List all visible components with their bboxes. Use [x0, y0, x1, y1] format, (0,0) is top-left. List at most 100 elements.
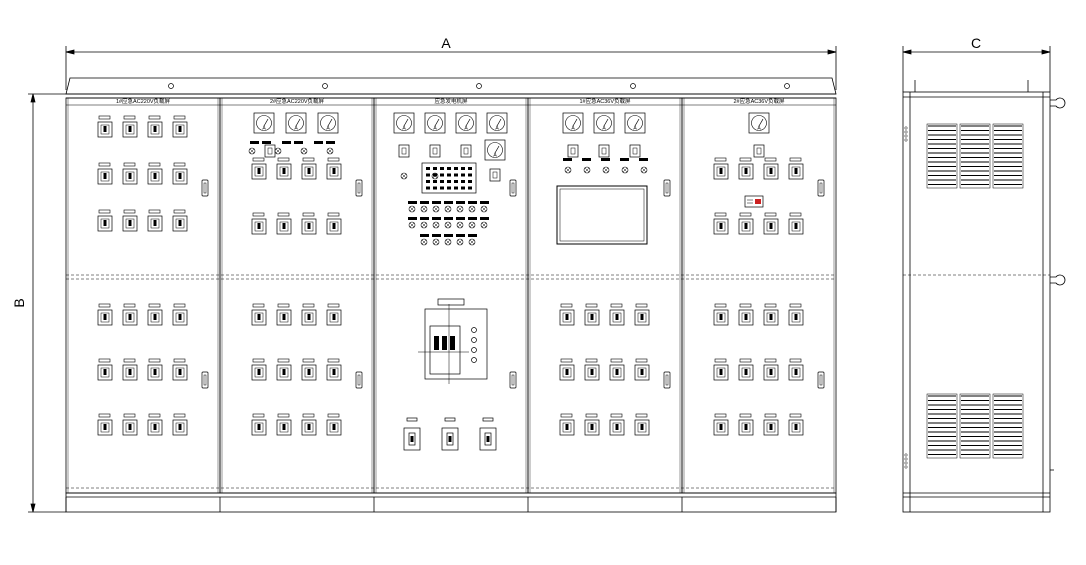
breaker-label-plate: [714, 413, 727, 418]
breaker-body: [788, 419, 804, 436]
breaker-window: [587, 422, 597, 433]
control-indicator: [433, 180, 437, 183]
breaker-body: [276, 309, 292, 326]
breaker: [147, 303, 163, 326]
breaker-label-plate: [173, 303, 186, 308]
breaker-body: [326, 364, 342, 381]
door-handle: [201, 371, 209, 389]
breaker-body: [251, 364, 267, 381]
breaker-window: [150, 171, 160, 182]
breaker-window: [741, 221, 751, 232]
lamp-cross: [327, 148, 333, 154]
breaker-handle: [615, 314, 619, 320]
breaker-body: [97, 419, 113, 436]
breaker-body: [172, 364, 188, 381]
breaker: [276, 413, 292, 436]
switch-frame: [460, 144, 472, 158]
lamp-ring: [400, 172, 408, 180]
breaker-body: [251, 309, 267, 326]
vent-frame: [959, 123, 991, 189]
breaker-handle: [128, 314, 132, 320]
breaker-handle: [282, 369, 286, 375]
breaker-label-plate: [560, 413, 573, 418]
breaker-body: [97, 215, 113, 232]
breaker-label-plate: [123, 162, 136, 167]
breaker-handle: [282, 424, 286, 430]
breaker-body: [97, 168, 113, 185]
side-view: [902, 80, 1066, 513]
indicator-lamp: [480, 205, 488, 213]
lamp-cross: [409, 206, 415, 212]
lamp-cross: [421, 222, 427, 228]
lamp-cross: [401, 173, 407, 179]
indicator-plate-frame: [744, 195, 764, 208]
indicator-lamp: [456, 238, 464, 246]
breaker-window: [612, 312, 622, 323]
vent-frame: [959, 393, 991, 459]
breaker-label-plate: [789, 157, 802, 162]
breaker-window: [125, 218, 135, 229]
control-indicator: [426, 186, 430, 190]
breaker-label-plate: [302, 413, 315, 418]
breaker-handle: [282, 314, 286, 320]
breaker-label-plate: [764, 358, 777, 363]
breaker-handle: [128, 369, 132, 375]
breaker-handle: [178, 424, 182, 430]
breaker-label-plate: [98, 115, 111, 120]
breaker-label-plate: [173, 115, 186, 120]
breaker-body: [584, 419, 600, 436]
breaker-label-plate: [277, 413, 290, 418]
breaker-handle: [307, 314, 311, 320]
breaker: [326, 303, 342, 326]
breaker: [584, 413, 600, 436]
breaker: [172, 303, 188, 326]
switch-frame: [598, 144, 610, 158]
breaker-body: [763, 309, 779, 326]
gauge-needle: [434, 118, 440, 127]
breaker-label-plate: [277, 358, 290, 363]
breaker-label-plate: [302, 303, 315, 308]
breaker: [97, 162, 113, 185]
breaker-window: [562, 312, 572, 323]
control-indicator: [433, 173, 437, 177]
breaker: [634, 358, 650, 381]
indicator-lamp: [621, 166, 629, 174]
lamp-ring: [326, 147, 334, 155]
breaker-window: [175, 218, 185, 229]
gauge-dial: [596, 115, 612, 131]
breaker-handle: [307, 369, 311, 375]
breaker-window: [100, 422, 110, 433]
breaker-handle: [257, 168, 261, 174]
breaker-body: [122, 419, 138, 436]
rotary-switch-handle: [410, 436, 414, 442]
breaker-handle: [178, 369, 182, 375]
indicator-red: [755, 199, 761, 204]
breaker-handle: [153, 126, 157, 132]
handle-outer: [509, 371, 517, 389]
breaker-handle: [153, 424, 157, 430]
breaker-label-plate: [635, 358, 648, 363]
indicator-lamp: [456, 205, 464, 213]
handle-inner: [819, 374, 823, 386]
breaker-label-plate: [98, 209, 111, 214]
breaker-label-plate: [148, 303, 161, 308]
breaker-handle: [744, 223, 748, 229]
breaker: [788, 358, 804, 381]
control-indicator: [440, 186, 444, 190]
breaker-body: [122, 309, 138, 326]
breaker: [559, 358, 575, 381]
lamp-cross: [433, 239, 439, 245]
handle-inner: [357, 374, 361, 386]
breaker-label-plate: [714, 212, 727, 217]
control-indicator: [468, 180, 472, 183]
switch-knob: [492, 171, 498, 179]
breaker-body: [634, 419, 650, 436]
selector-switch: [398, 144, 410, 158]
small-label-plate: [262, 141, 271, 144]
breaker-window: [716, 166, 726, 177]
indicator-lamp: [564, 166, 572, 174]
main-breaker-assembly: [418, 298, 488, 384]
breaker-window: [304, 312, 314, 323]
indicator-lamp: [602, 166, 610, 174]
indicator-lamp: [420, 221, 428, 229]
